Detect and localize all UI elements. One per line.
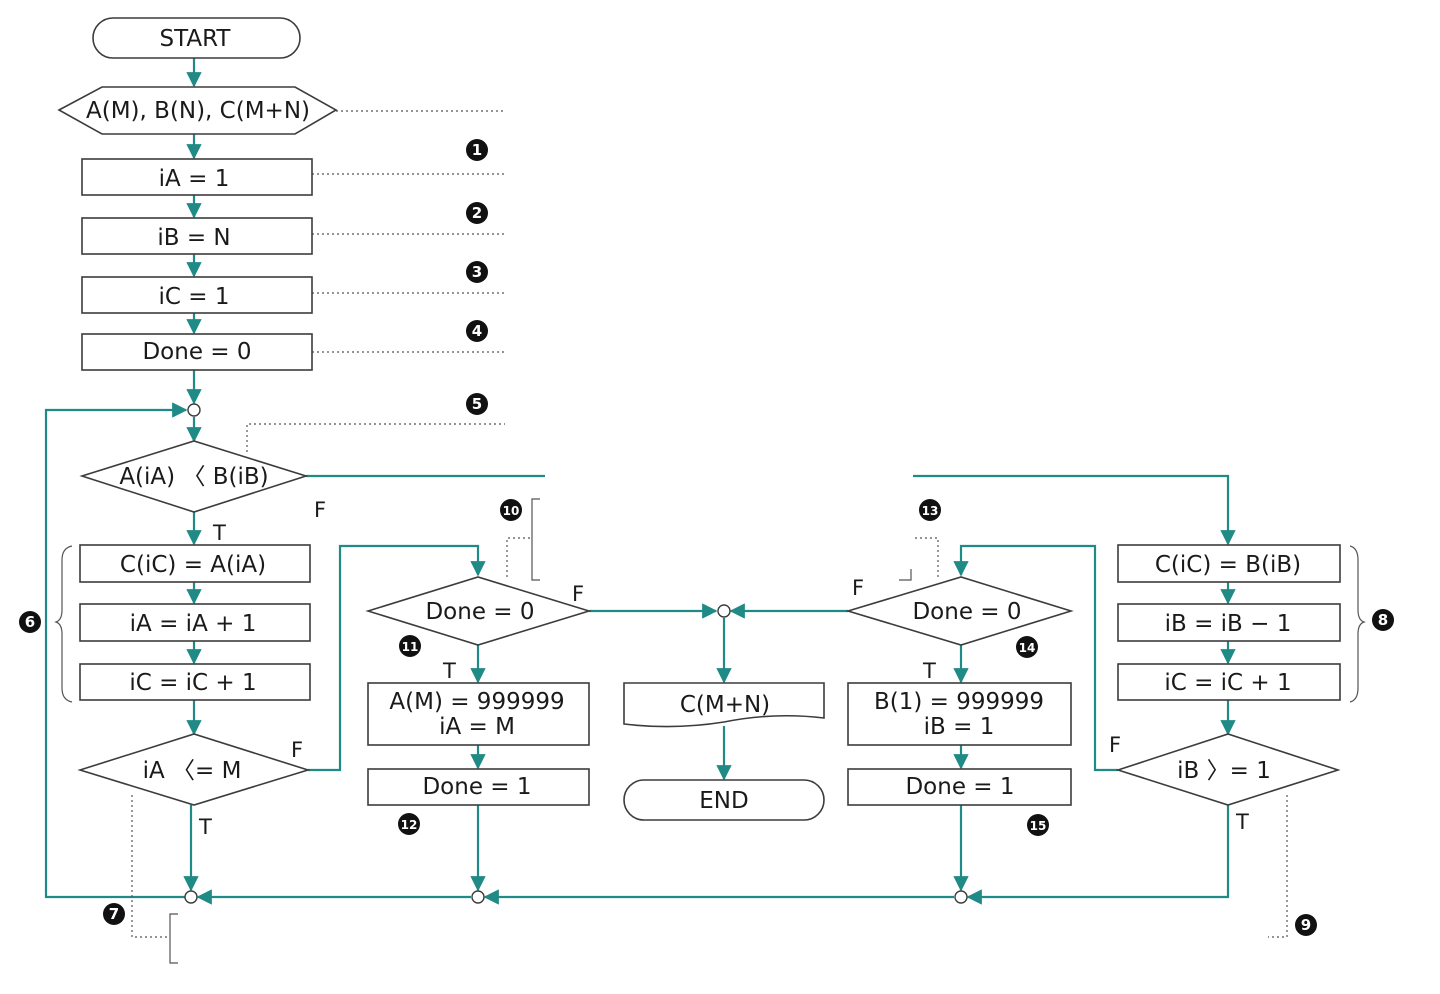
set-b-step: B(1) = 999999 iB = 1 (847, 682, 1072, 746)
loop-junction-top (187, 403, 201, 417)
marker-13: 13 (919, 499, 941, 521)
svg-text:2: 2 (472, 204, 482, 222)
marker-8: 8 (1372, 609, 1394, 631)
set-b-line1: B(1) = 999999 (874, 689, 1044, 715)
cond-ib-false-label: F (1109, 733, 1121, 757)
marker-3: 3 (466, 261, 488, 283)
svg-text:11: 11 (402, 640, 419, 654)
cond-ia-decision: iA 〈= M (77, 733, 311, 806)
inc-ia-label: iA = iA + 1 (130, 611, 257, 637)
cond-ib-label: iB 〉= 1 (1177, 758, 1271, 784)
start-terminal: START (92, 17, 301, 59)
svg-text:12: 12 (401, 818, 418, 832)
svg-text:10: 10 (503, 504, 520, 518)
done-set-b-step: Done = 1 (847, 768, 1072, 806)
svg-text:5: 5 (472, 395, 482, 413)
inc-ic-a-step: iC = iC + 1 (79, 663, 311, 701)
marker-7: 7 (103, 903, 125, 925)
marker-5: 5 (466, 393, 488, 415)
done-check-a-label: Done = 0 (425, 599, 534, 625)
marker-1: 1 (466, 139, 488, 161)
marker-6: 6 (19, 611, 41, 633)
flow-lines (44, 58, 1236, 905)
done-set-a-label: Done = 1 (422, 774, 531, 800)
svg-text:8: 8 (1378, 611, 1388, 629)
done-b-false-label: F (852, 576, 864, 600)
set-b-line2: iB = 1 (924, 714, 995, 740)
cond-ia-true-label: T (198, 815, 212, 839)
done-check-a-decision: Done = 0 (365, 576, 592, 646)
copy-a-step: C(iC) = A(iA) (79, 544, 311, 583)
end-label: END (699, 788, 748, 814)
done-set-a-step: Done = 1 (367, 768, 590, 806)
svg-text:9: 9 (1301, 916, 1311, 934)
svg-text:15: 15 (1030, 819, 1047, 833)
compare-label: A(iA) 〈 B(iB) (119, 464, 268, 490)
done-a-false-label: F (572, 582, 584, 606)
set-a-step: A(M) = 999999 iA = M (367, 682, 590, 746)
cond-ia-false-label: F (291, 738, 303, 762)
junction-bottom-b (954, 890, 968, 904)
end-terminal: END (623, 779, 825, 821)
init-ib-step: iB = N (81, 217, 313, 255)
svg-text:7: 7 (109, 905, 119, 923)
inc-ic-b-step: iC = iC + 1 (1117, 663, 1341, 701)
marker-14: 14 (1016, 636, 1038, 658)
inc-ia-step: iA = iA + 1 (79, 603, 311, 642)
svg-text:6: 6 (25, 613, 35, 631)
declaration-label: A(M), B(N), C(M+N) (86, 98, 310, 124)
svg-text:1: 1 (472, 141, 482, 159)
svg-text:4: 4 (472, 322, 482, 340)
init-ia-label: iA = 1 (159, 166, 230, 192)
done-a-true-label: T (442, 659, 456, 683)
cond-ia-label: iA 〈= M (143, 758, 242, 784)
inc-ic-a-label: iC = iC + 1 (129, 670, 256, 696)
marker-2: 2 (466, 202, 488, 224)
annotation-leaders (54, 110, 1366, 964)
inc-ic-b-label: iC = iC + 1 (1164, 670, 1291, 696)
marker-4: 4 (466, 320, 488, 342)
branch-labels: T F F T F T F T F T (198, 498, 1249, 839)
compare-decision: A(iA) 〈 B(iB) (79, 440, 309, 513)
dec-ib-label: iB = iB − 1 (1165, 611, 1292, 637)
init-ib-label: iB = N (157, 225, 230, 251)
marker-12: 12 (398, 813, 420, 835)
copy-b-step: C(iC) = B(iB) (1117, 544, 1341, 583)
step-markers: 1 2 3 4 5 6 7 8 9 10 11 12 13 14 15 (19, 139, 1394, 936)
done-set-b-label: Done = 1 (905, 774, 1014, 800)
junction-end (717, 604, 731, 618)
cmp-false-label: F (314, 498, 326, 522)
cond-ib-decision: iB 〉= 1 (1115, 733, 1341, 806)
loop-junction-bottom-left (184, 890, 198, 904)
marker-10: 10 (500, 499, 522, 521)
junction-bottom-a (471, 890, 485, 904)
cmp-true-label: T (212, 521, 226, 545)
init-ic-step: iC = 1 (81, 276, 313, 314)
output-document: C(M+N) (623, 682, 825, 728)
done-b-true-label: T (922, 659, 936, 683)
svg-text:14: 14 (1019, 641, 1036, 655)
done-check-b-label: Done = 0 (912, 599, 1021, 625)
svg-text:3: 3 (472, 263, 482, 281)
copy-b-label: C(iC) = B(iB) (1155, 552, 1301, 578)
init-done-step: Done = 0 (81, 333, 313, 371)
set-a-line1: A(M) = 999999 (389, 689, 564, 715)
start-label: START (160, 26, 232, 52)
dec-ib-step: iB = iB − 1 (1117, 603, 1341, 642)
svg-text:13: 13 (922, 504, 939, 518)
copy-a-label: C(iC) = A(iA) (120, 552, 266, 578)
junctions (184, 403, 968, 904)
init-ic-label: iC = 1 (159, 284, 230, 310)
declaration-step: A(M), B(N), C(M+N) (57, 86, 338, 135)
init-ia-step: iA = 1 (81, 158, 313, 196)
cond-ib-true-label: T (1235, 810, 1249, 834)
set-a-line2: iA = M (439, 714, 515, 740)
init-done-label: Done = 0 (142, 339, 251, 365)
output-label: C(M+N) (680, 692, 770, 718)
marker-15: 15 (1027, 814, 1049, 836)
done-check-b-decision: Done = 0 (845, 576, 1074, 646)
marker-11: 11 (399, 635, 421, 657)
marker-9: 9 (1295, 914, 1317, 936)
